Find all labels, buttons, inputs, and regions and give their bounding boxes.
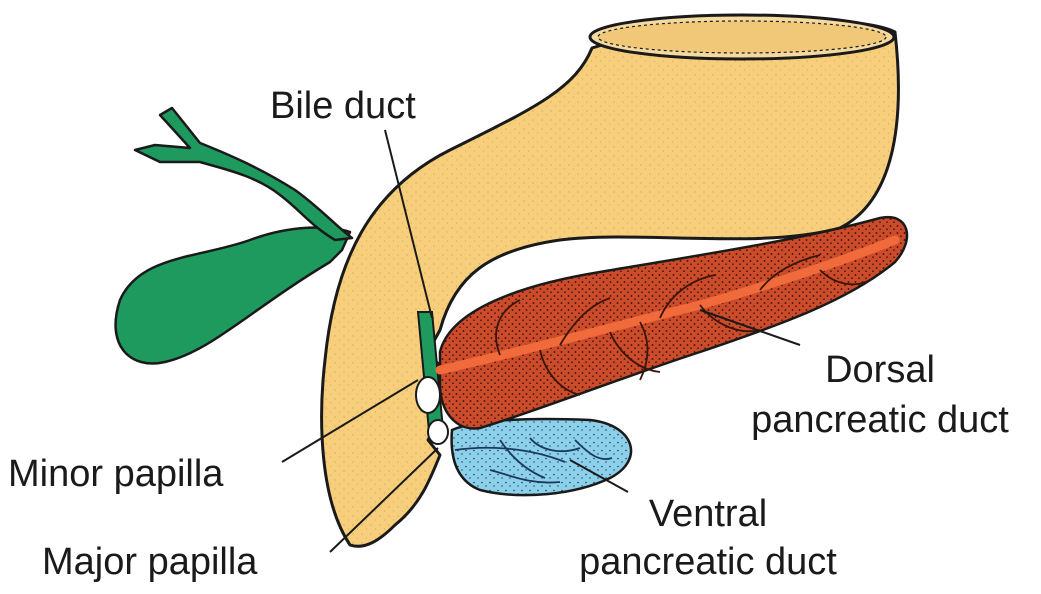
bile-duct-label: Bile duct — [270, 84, 416, 128]
minor-papilla-opening — [416, 377, 440, 413]
dorsal-pancreatic-duct-label-line2: pancreatic duct — [720, 398, 1040, 442]
major-papilla-opening — [428, 420, 448, 444]
ventral-pancreas — [452, 419, 631, 495]
gallbladder — [116, 227, 350, 363]
ventral-pancreatic-duct-label-line1: Ventral — [548, 492, 868, 536]
major-papilla-label: Major papilla — [42, 540, 257, 584]
minor-papilla-label: Minor papilla — [8, 452, 223, 496]
ventral-pancreatic-duct-label-line2: pancreatic duct — [548, 540, 868, 584]
dorsal-pancreatic-duct-label-line1: Dorsal — [720, 348, 1040, 392]
